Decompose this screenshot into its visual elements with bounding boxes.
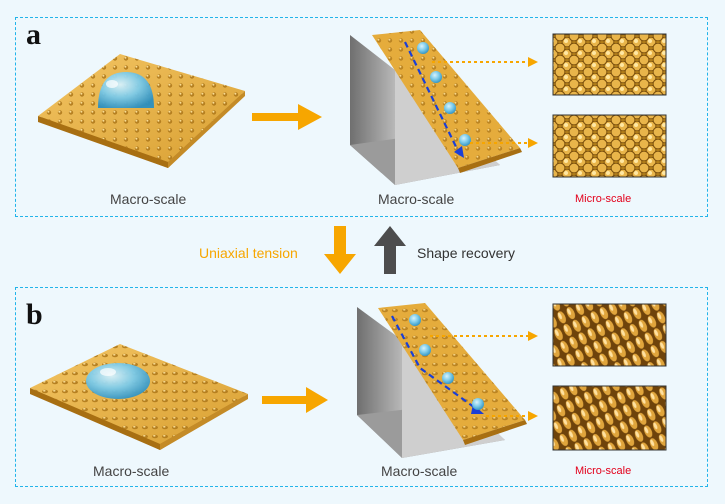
recovery-label: Shape recovery — [417, 245, 516, 261]
zoom-arrow-head-b2 — [528, 411, 538, 421]
arrow-right-a — [252, 104, 322, 130]
micro-image-a-top — [552, 33, 667, 96]
incline-a — [350, 30, 522, 185]
incline-b — [357, 303, 527, 458]
droplet-a — [98, 72, 154, 108]
droplet-b — [86, 363, 150, 399]
plate-b — [30, 344, 248, 450]
micro-image-a-bottom — [552, 114, 667, 178]
arrow-right-b — [262, 387, 328, 413]
panel-a-left-caption: Macro-scale — [110, 191, 187, 207]
zoom-arrow-head-b1 — [528, 331, 538, 341]
micro-image-b-top — [552, 303, 667, 367]
plate-a — [38, 54, 245, 168]
zoom-arrow-head-a2 — [528, 138, 538, 148]
panel-b-middle-caption: Macro-scale — [381, 463, 458, 479]
panel-a-micro-caption: Micro-scale — [575, 193, 632, 205]
tension-label: Uniaxial tension — [199, 245, 298, 261]
slide-path-a-head — [454, 146, 464, 158]
panel-b-frame — [15, 287, 708, 487]
panel-a-middle-caption: Macro-scale — [378, 191, 455, 207]
zoom-arrows-a — [432, 61, 528, 144]
panel-b-micro-caption: Micro-scale — [575, 465, 632, 477]
panel-b-label: b — [26, 298, 43, 331]
zoom-arrow-head-a1 — [528, 57, 538, 67]
micro-image-b-bottom — [552, 385, 667, 451]
droplets-incline-b — [409, 314, 484, 410]
zoom-arrows-b — [430, 335, 528, 417]
recovery-arrow — [374, 226, 406, 274]
slide-path-a — [404, 41, 461, 156]
panel-a-frame — [15, 17, 708, 217]
droplets-incline-a — [417, 42, 471, 146]
panel-b-left-caption: Macro-scale — [93, 463, 170, 479]
tension-arrow — [324, 226, 356, 274]
panel-a-label: a — [26, 18, 41, 51]
